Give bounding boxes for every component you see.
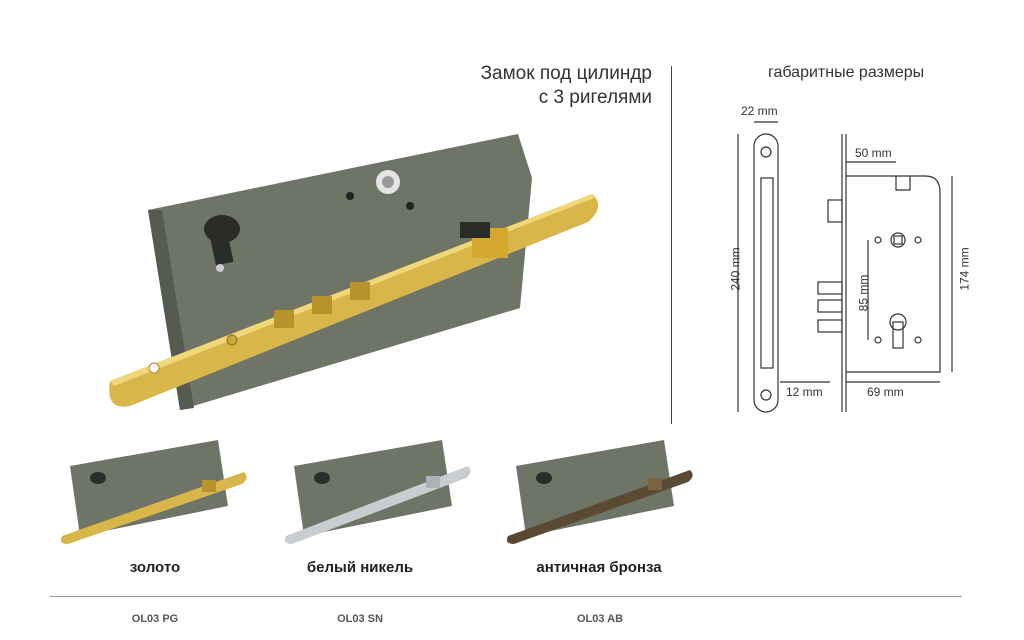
dimensions-heading: габаритные размеры [768,64,925,81]
finish-label-gold: золото [129,559,181,576]
dim-center-distance: 85 mm [856,274,871,312]
dim-faceplate-width: 22 mm [741,104,778,118]
finish-label-nickel: белый никель [306,559,414,576]
code-nickel: OL03 SN [337,613,383,625]
product-title: Замок под цилиндр с 3 ригелями [352,62,652,110]
dim-backset: 50 mm [855,146,892,160]
dim-faceplate-margin: 12 mm [786,385,823,399]
variant-thumbnail-gold [60,440,247,544]
divider-horizontal [50,596,962,597]
product-title-line1: Замок под цилиндр [480,63,652,84]
dim-case-height: 174 mm [957,247,972,291]
code-gold: OL03 PG [131,613,179,625]
product-title-line2: с 3 ригелями [538,87,652,108]
variant-thumbnail-nickel [284,440,471,544]
code-bronze: OL03 AB [576,613,624,625]
dim-case-width: 69 mm [867,385,904,399]
finish-label-bronze: античная бронза [536,559,662,576]
divider-vertical [671,66,672,424]
variant-thumbnail-bronze [506,440,693,544]
dim-faceplate-height: 240 mm [728,247,743,291]
main-lock-image [109,134,599,410]
dimension-drawing [737,121,953,413]
